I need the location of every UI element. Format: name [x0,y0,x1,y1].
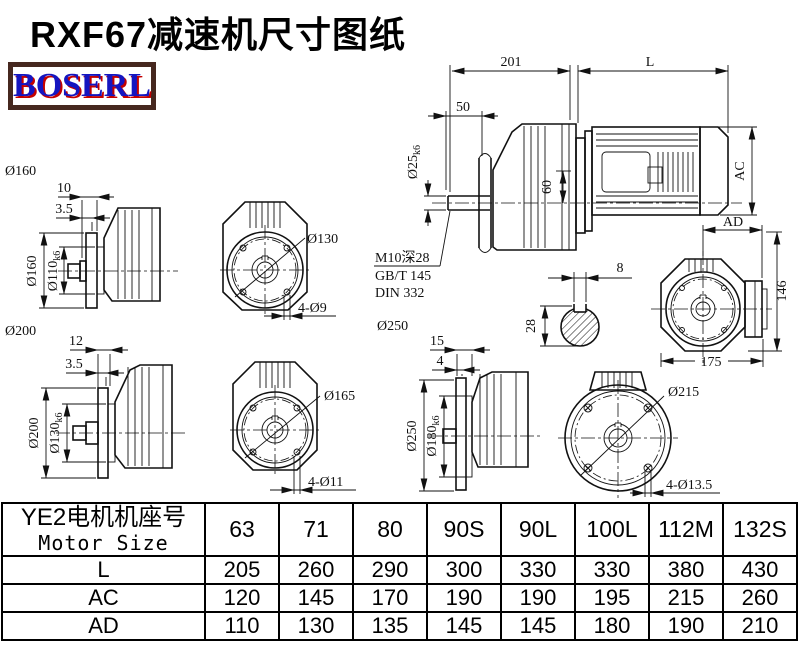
flange200-pilot-dia-label: Ø130k6 [48,412,65,453]
dim-146-label: 146 [775,281,790,302]
face165-holes-label: 4-Ø11 [308,475,343,490]
table-cell: 190 [648,611,724,641]
keyway-width-label: 8 [617,261,624,276]
flange200-label: Ø200 [5,324,36,339]
std-gbt-label: GB/T 145 [375,269,431,284]
flange160-outer-dia-label: Ø160 [25,255,40,286]
table-cell: 130 [278,611,354,641]
table-cell: 170 [352,583,428,613]
face215-bolt-circle-label: Ø215 [668,385,699,400]
flange160-pilot-dia-label: Ø110k6 [46,251,63,292]
column-header: 100L [574,502,650,557]
table-cell: 330 [500,555,576,585]
table-header-cn: YE2电机机座号 [20,503,187,531]
flange250-label: Ø250 [377,319,408,334]
rear-view: AD 146 175 [651,215,790,370]
dim-AC-label: AC [733,161,748,180]
dim-shaft-dia-label: Ø25k6 [406,145,423,179]
column-header: 90L [500,502,576,557]
table-cell: 380 [648,555,724,585]
row-header-L: L [1,555,206,585]
flange160-dim10-label: 10 [57,181,71,196]
table-cell: 110 [204,611,280,641]
flange200-side-view: Ø200 12 3.5 [5,324,188,479]
table-cell: 260 [722,583,798,613]
face165-bolt-circle-label: Ø165 [324,389,355,404]
flange200-dim12-label: 12 [69,334,83,349]
table-cell: 190 [500,583,576,613]
flange250-pilot-dia-label: Ø180k6 [425,415,442,456]
table-cell: 190 [426,583,502,613]
flange160-label: Ø160 [5,164,36,179]
face130-view: Ø130 4-Ø9 [220,201,338,320]
face130-holes-label: 4-Ø9 [298,301,327,316]
row-header-AD: AD [1,611,206,641]
face215-holes-label: 4-Ø13.5 [666,478,712,493]
page-title: RXF67减速机尺寸图纸 [30,14,407,55]
boserl-logo-text: BOSERL [13,67,151,104]
table-cell: 330 [574,555,650,585]
table-cell: 135 [352,611,428,641]
table-cell: 210 [722,611,798,641]
table-cell: 290 [352,555,428,585]
main-side-view: 201 L 50 Ø25k6 60 [374,55,757,301]
keyway-depth-label: 28 [524,319,539,333]
boserl-logo: BOSERL [8,62,156,110]
table-cell: 180 [574,611,650,641]
thread-note: M10深28 [375,250,429,266]
face165-view: Ø165 4-Ø11 [230,361,356,494]
column-header: 112M [648,502,724,557]
face215-view: Ø215 4-Ø13.5 [558,371,720,498]
dim-50-label: 50 [456,100,470,115]
dim-175-label: 175 [701,355,722,370]
technical-drawing: 201 L 50 Ø25k6 60 [5,55,790,498]
column-header: 132S [722,502,798,557]
table-cell: 215 [648,583,724,613]
table-cell: 300 [426,555,502,585]
dim-AD-label: AD [723,215,743,230]
table-header-en: Motor Size [38,530,169,555]
face130-bolt-circle-label: Ø130 [307,232,338,247]
flange200-dim35-label: 3.5 [65,357,83,372]
flange250-dim15-label: 15 [430,334,444,349]
dim-60-label: 60 [540,180,555,194]
table-cell: 145 [426,611,502,641]
table-cell: 145 [278,583,354,613]
flange160-side-view: Ø160 10 3.5 [5,164,178,309]
std-din-label: DIN 332 [375,286,424,301]
row-header-AC: AC [1,583,206,613]
column-header: 90S [426,502,502,557]
flange160-dim35-label: 3.5 [55,202,73,217]
column-header: 71 [278,502,354,557]
dim-L-label: L [646,55,655,70]
table-cell: 120 [204,583,280,613]
keyway-section-view: 8 28 [524,261,632,347]
dim-201-label: 201 [501,55,522,70]
table-cell: 195 [574,583,650,613]
table-cell: 430 [722,555,798,585]
table-cell: 145 [500,611,576,641]
motor-size-table: YE2电机机座号 Motor Size 63 71 80 90S 90L 100… [1,502,798,641]
table-header-motor-size: YE2电机机座号 Motor Size [1,502,206,557]
table-cell: 260 [278,555,354,585]
flange200-outer-dia-label: Ø200 [27,417,42,448]
flange250-side-view: Ø250 15 4 [377,319,540,492]
column-header: 80 [352,502,428,557]
flange250-outer-dia-label: Ø250 [405,420,420,451]
column-header: 63 [204,502,280,557]
table-cell: 205 [204,555,280,585]
flange250-dim4-label: 4 [437,354,444,369]
